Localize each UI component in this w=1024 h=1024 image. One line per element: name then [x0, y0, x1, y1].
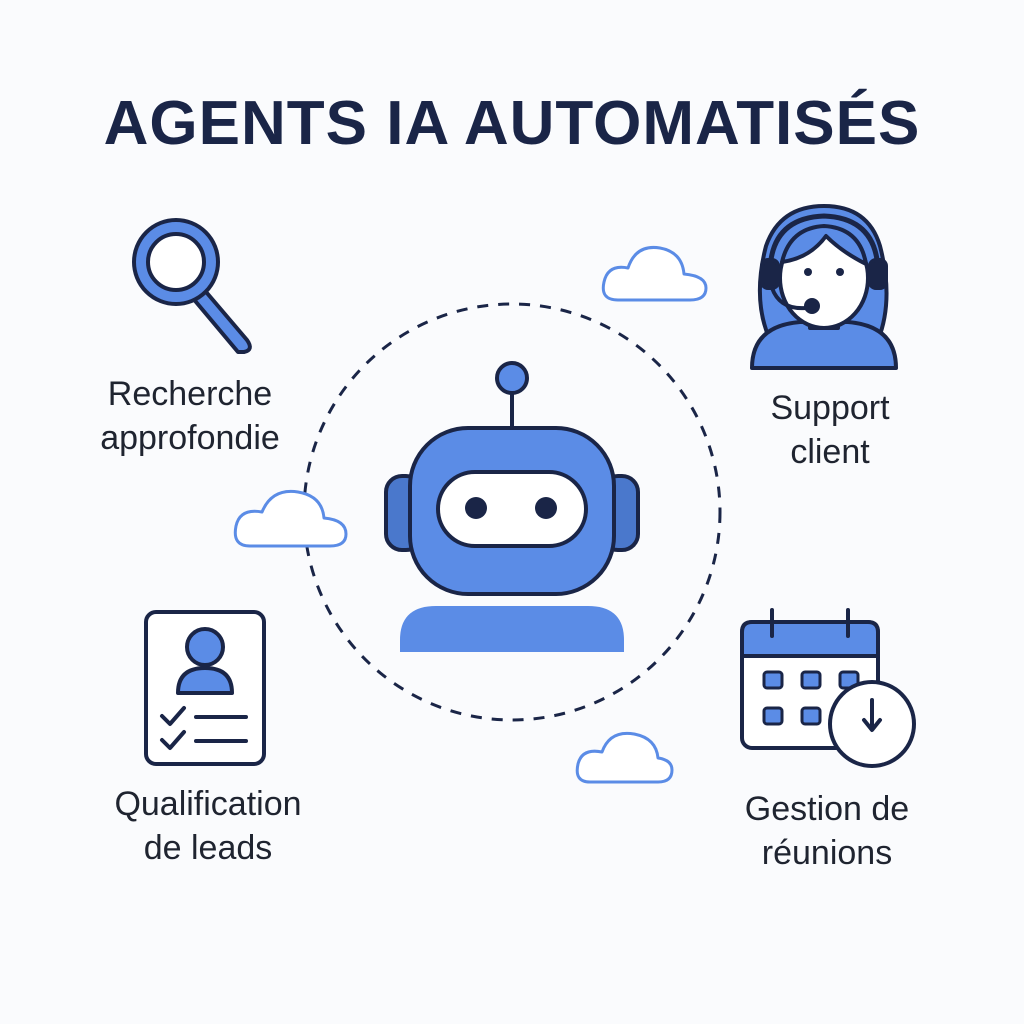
cloud-icon [233, 489, 348, 548]
cloud-icon [601, 245, 708, 302]
feature-label-line: client [790, 433, 870, 471]
feature-label-meetings: Gestion de réunions [682, 787, 972, 875]
feature-label-line: approfondie [100, 419, 280, 457]
feature-label-support: Support client [690, 386, 970, 474]
calendar-clock-icon [740, 608, 916, 768]
support-agent-icon [750, 204, 898, 370]
feature-label-research: Recherche approfondie [50, 372, 330, 460]
robot-icon [384, 361, 640, 652]
feature-label-line: Gestion de [744, 790, 910, 828]
magnifier-icon [132, 218, 252, 354]
cloud-icon [575, 731, 674, 784]
feature-label-line: réunions [761, 834, 893, 872]
feature-label-line: Recherche [107, 375, 273, 413]
feature-label-line: Support [770, 389, 890, 427]
feature-label-line: de leads [143, 829, 273, 867]
page-title: AGENTS IA AUTOMATISÉS [103, 89, 921, 158]
feature-label-leads: Qualification de leads [68, 782, 348, 870]
lead-profile-icon [144, 610, 266, 766]
feature-label-line: Qualification [114, 785, 302, 823]
